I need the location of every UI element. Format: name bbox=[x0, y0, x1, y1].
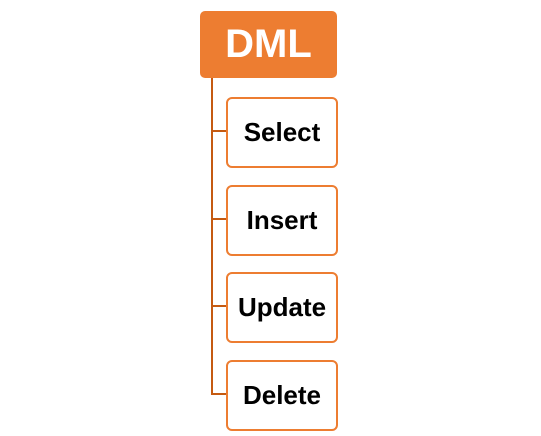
child-node-update: Update bbox=[226, 272, 338, 343]
root-node-dml: DML bbox=[200, 11, 337, 78]
child-node-label: Select bbox=[243, 117, 321, 147]
child-node-label: Delete bbox=[242, 380, 322, 410]
child-node-delete: Delete bbox=[226, 360, 338, 431]
root-node-label: DML bbox=[225, 22, 312, 66]
connector-select bbox=[211, 130, 226, 132]
child-node-insert: Insert bbox=[226, 185, 338, 256]
connector-update bbox=[211, 305, 226, 307]
child-node-select: Select bbox=[226, 97, 338, 168]
connector-trunk bbox=[211, 78, 213, 394]
child-node-label: Insert bbox=[246, 205, 318, 235]
connector-insert bbox=[211, 218, 226, 220]
connector-delete bbox=[211, 393, 226, 395]
child-node-label: Update bbox=[237, 292, 327, 322]
